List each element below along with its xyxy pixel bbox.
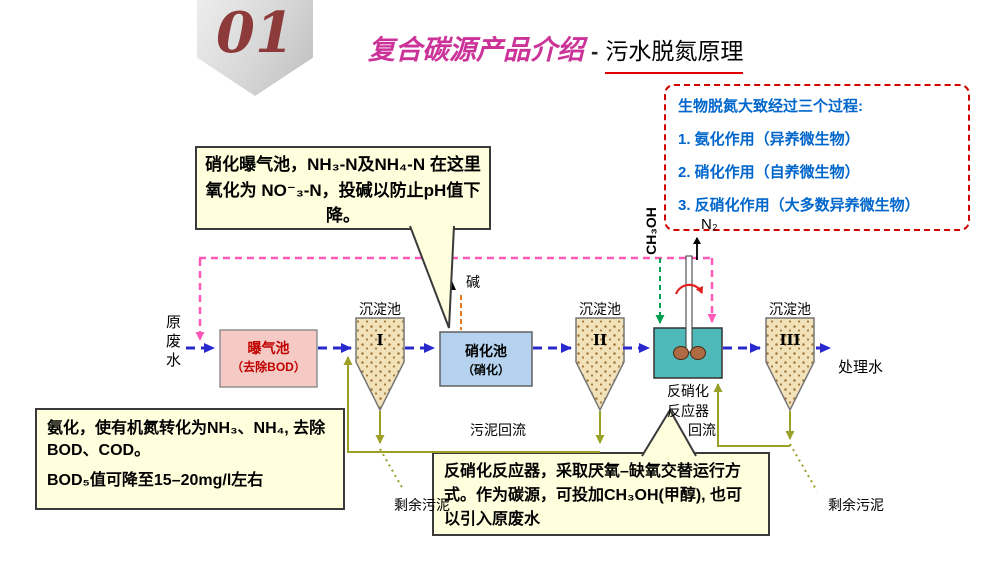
clarifier-2-numeral: II — [592, 331, 608, 349]
alkali-arrowhead-icon — [448, 281, 456, 290]
stirrer-shaft — [685, 255, 693, 353]
callout-denitrification-text: 反硝化反应器，采取厌氧–缺氧交替运行方式。作为碳源，可投加CH₃OH(甲醇), … — [444, 463, 743, 528]
info-item-2: 2. 硝化作用（自养微生物） — [678, 164, 860, 181]
recycle-line — [195, 256, 717, 341]
aeration-tank-subtitle: （去除BOD） — [231, 360, 306, 374]
denitrification-reactor-shape — [653, 327, 723, 379]
clarifier-2-label: 沉淀池 — [579, 301, 621, 317]
title-subtitle: 污水脱氮原理 — [605, 32, 744, 74]
clarifier-3-numeral: III — [779, 331, 801, 349]
process-info-box: 生物脱氮大致经过三个过程: 1. 氨化作用（异养微生物） 2. 硝化作用（自养微… — [664, 84, 970, 231]
methanol-label: CH₃OH — [643, 207, 659, 255]
section-number: 01 — [216, 0, 294, 66]
waste-sludge-line-left — [379, 448, 404, 490]
nitrification-callout-pointer — [410, 226, 454, 328]
nitrification-tank-subtitle: （硝化） — [461, 363, 510, 377]
info-item-1: 1. 氨化作用（异养微生物） — [678, 131, 860, 148]
sludge-return-label: 污泥回流 — [470, 422, 526, 438]
waste-sludge-line-right — [789, 443, 818, 492]
excess-sludge-left-label: 剩余污泥 — [394, 497, 450, 513]
callout-nitrification: 硝化曝气池，NH₃-N及NH₄-N 在这里氧化为 NO⁻₃-N，投碱以防止pH值… — [195, 146, 491, 230]
return-label: 回流 — [688, 422, 716, 438]
raw-water-label: 原废水 — [164, 314, 181, 371]
impeller-left — [673, 346, 689, 360]
info-item-3: 3. 反硝化作用（大多数异养微生物） — [678, 197, 920, 214]
impeller-right — [690, 346, 706, 360]
nitrification-callout-pointer-outline — [409, 225, 455, 329]
excess-sludge-right-label: 剩余污泥 — [828, 497, 884, 513]
info-heading: 生物脱氮大致经过三个过程: — [678, 98, 863, 115]
page-title: 复合碳源产品介绍 - 污水脱氮原理 — [368, 28, 744, 74]
denit-reactor-name-line1: 反硝化 — [667, 383, 709, 399]
title-separator: - — [591, 39, 599, 64]
clarifier-3-label: 沉淀池 — [769, 301, 811, 317]
title-highlight: 复合碳源产品介绍 — [368, 35, 584, 65]
alkali-label: 碱 — [466, 274, 480, 290]
callout-denitrification: 反硝化反应器，采取厌氧–缺氧交替运行方式。作为碳源，可投加CH₃OH(甲醇), … — [432, 452, 770, 536]
denit-reactor-name-line2: 反应器 — [667, 403, 709, 419]
nitrification-tank-name: 硝化池 — [465, 343, 507, 359]
clarifier-1-numeral: I — [376, 331, 384, 349]
callout-nitrification-text: 硝化曝气池，NH₃-N及NH₄-N 在这里氧化为 NO⁻₃-N，投碱以防止pH值… — [205, 155, 481, 225]
callout-ammonification-text-1: 氨化，使有机氮转化为NH₃、NH₄, 去除BOD、COD。 — [47, 420, 326, 459]
clarifier-1-label: 沉淀池 — [359, 301, 401, 317]
callout-ammonification-text-2: BOD₅值可降至15–20mg/l左右 — [47, 472, 264, 490]
rotation-arrow-icon — [674, 283, 704, 295]
denit-reactor-label: 反硝化 反应器 — [650, 381, 726, 421]
aeration-tank-name: 曝气池 — [247, 340, 290, 356]
nitrogen-gas-label: N₂ — [701, 216, 718, 233]
treated-water-label: 处理水 — [838, 359, 884, 376]
aeration-tank-label: 曝气池 （去除BOD） — [220, 338, 317, 375]
callout-ammonification: 氨化，使有机氮转化为NH₃、NH₄, 去除BOD、COD。 BOD₅值可降至15… — [35, 408, 345, 510]
nitrification-tank-label: 硝化池 （硝化） — [440, 341, 532, 378]
